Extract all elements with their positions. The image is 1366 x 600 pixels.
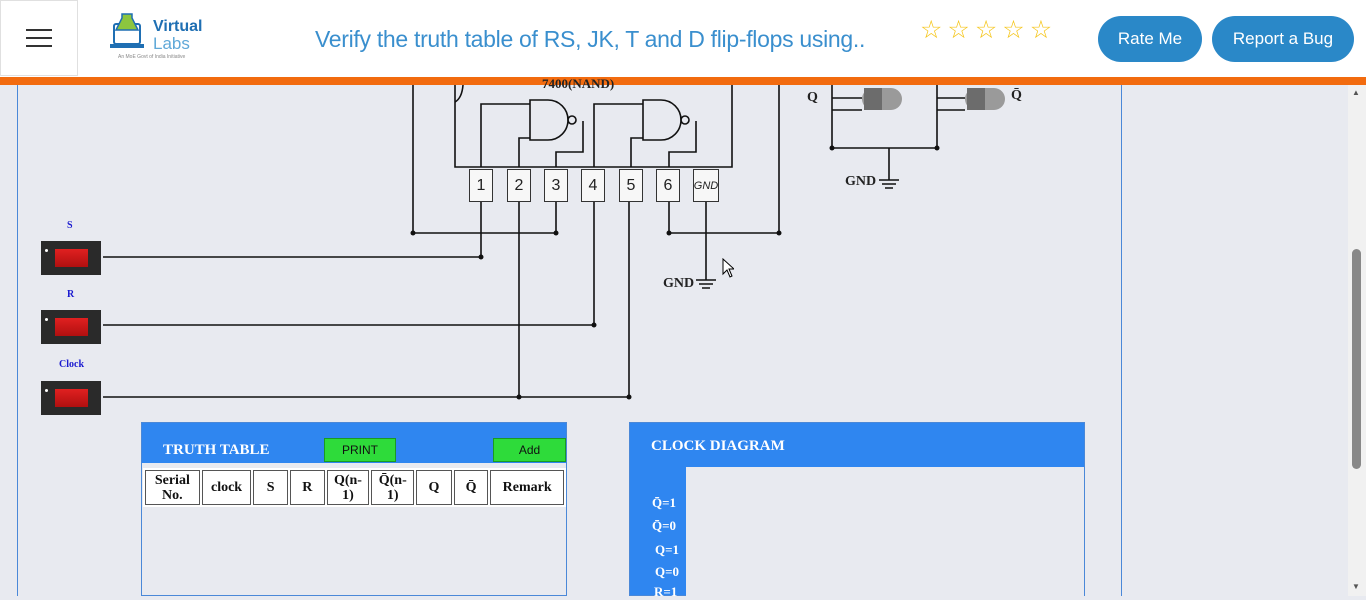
qbar-output-label: Q̄: [1011, 88, 1022, 103]
scroll-down-arrow-icon[interactable]: ▼: [1352, 582, 1360, 591]
logo-line2: Labs: [153, 34, 190, 53]
clock-diagram-title: CLOCK DIAGRAM: [651, 438, 785, 454]
col-qbar: Q̄: [453, 470, 489, 505]
cd-label-qbar1: Q̄=1: [652, 495, 677, 510]
page-title: Verify the truth table of RS, JK, T and …: [315, 26, 866, 52]
ic-label: 7400(NAND): [542, 76, 615, 91]
star-icon-4[interactable]: ☆: [1002, 16, 1025, 44]
report-bug-button[interactable]: Report a Bug: [1212, 16, 1354, 62]
clock-diagram-canvas: [686, 467, 1084, 597]
col-s: S: [253, 470, 288, 505]
truth-table: Serial No. clock S R Q(n-1) Q̄(n-1) Q Q̄…: [143, 468, 566, 507]
col-remark: Remark: [490, 470, 564, 505]
menu-button[interactable]: [0, 0, 78, 76]
pin-5: 5: [619, 169, 643, 202]
col-q: Q: [416, 470, 452, 505]
rating-stars: ☆ ☆ ☆ ☆ ☆: [920, 18, 1052, 43]
cd-label-r1: R=1: [654, 584, 678, 599]
pin-1: 1: [469, 169, 493, 202]
add-button[interactable]: Add: [493, 438, 566, 462]
rate-me-button[interactable]: Rate Me: [1098, 16, 1202, 62]
led-q-icon: [862, 88, 902, 110]
q-output-label: Q: [807, 90, 818, 105]
switch-r[interactable]: [41, 310, 101, 344]
led-qbar-icon: [965, 88, 1005, 110]
logo-flask-icon: [110, 13, 144, 48]
truth-table-panel: TRUTH TABLE PRINT Add Serial No. clock S…: [141, 422, 567, 596]
logo-line1: Virtual: [153, 18, 203, 35]
header-divider: [0, 77, 1366, 85]
star-icon-5[interactable]: ☆: [1029, 16, 1053, 44]
mouse-cursor-icon: [722, 258, 734, 278]
clock-diagram-panel: CLOCK DIAGRAM Q̄=1 Q̄=0 Q=1 Q=0 R=1: [629, 422, 1085, 599]
cd-label-q0: Q=0: [655, 564, 680, 579]
switch-clock[interactable]: [41, 381, 101, 415]
col-qbar-prev: Q̄(n-1): [371, 470, 415, 505]
pin-3: 3: [544, 169, 568, 202]
print-button[interactable]: PRINT: [324, 438, 396, 462]
scroll-up-arrow-icon[interactable]: ▲: [1352, 88, 1360, 97]
pin-gnd: GND: [693, 169, 719, 202]
hamburger-menu-icon: [26, 29, 52, 47]
scrollbar-thumb[interactable]: [1352, 249, 1361, 469]
cd-label-q1: Q=1: [655, 542, 680, 557]
cd-label-qbar0: Q̄=0: [652, 518, 677, 533]
star-icon-2[interactable]: ☆: [947, 16, 970, 44]
col-serial-no: Serial No.: [145, 470, 200, 505]
logo-tagline: An MoE Govt of India Initiative: [118, 54, 186, 60]
truth-table-title: TRUTH TABLE: [163, 442, 270, 458]
truth-table-header: TRUTH TABLE PRINT Add: [142, 423, 566, 463]
col-q-prev: Q(n-1): [326, 470, 370, 505]
switch-clock-label: Clock: [59, 359, 84, 370]
star-icon-1[interactable]: ☆: [920, 16, 943, 44]
switch-r-label: R: [67, 289, 75, 300]
pin-2: 2: [507, 169, 531, 202]
gnd-label-led: GND: [845, 174, 877, 189]
switch-s-label: S: [67, 220, 73, 231]
gnd-label-ic: GND: [663, 276, 695, 291]
switch-s[interactable]: [41, 241, 101, 275]
pin-4: 4: [581, 169, 605, 202]
pin-6: 6: [656, 169, 680, 202]
simulation-panel: [17, 85, 1122, 596]
star-icon-3[interactable]: ☆: [974, 16, 998, 44]
col-clock: clock: [201, 470, 252, 505]
col-r: R: [289, 470, 325, 505]
